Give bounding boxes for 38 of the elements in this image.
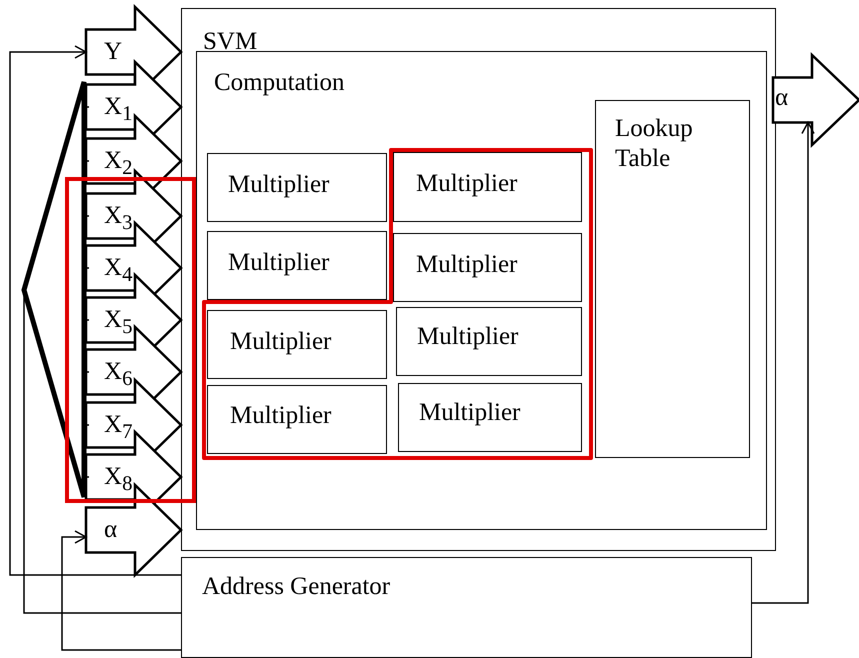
multiplier-box: [393, 233, 582, 302]
block-box: [181, 557, 752, 658]
block-box: [595, 100, 750, 458]
block-label: Multiplier: [228, 170, 330, 200]
block-label: X$_{3}$: [104, 201, 132, 235]
block-label: α: [775, 83, 788, 113]
block-label: X$_{5}$: [104, 305, 132, 339]
block-label: Address Generator: [202, 572, 390, 602]
block-box: [196, 51, 767, 530]
multiplier-box: [398, 383, 582, 452]
multiplier-box: [207, 231, 387, 300]
block-label: X$_{6}$: [104, 357, 132, 391]
block-label: X$_{4}$: [104, 253, 132, 287]
arrow: [9, 45, 181, 576]
block-label: Multiplier: [230, 327, 332, 357]
block-label: X$_{2}$: [104, 146, 132, 180]
block-label: Multiplier: [416, 169, 518, 199]
block-label: α: [104, 515, 118, 545]
multiplier-box: [393, 152, 582, 222]
multiplier-box: [207, 153, 387, 222]
multiplier-box: [207, 385, 387, 454]
arrow: [752, 122, 815, 604]
block-label: SVM: [203, 27, 258, 57]
block-box: [181, 8, 776, 551]
block-label: Y: [104, 37, 122, 67]
block-label: Multiplier: [228, 248, 330, 278]
block-label: Multiplier: [419, 398, 520, 428]
block-label: Multiplier: [416, 250, 518, 280]
arrow: [61, 530, 181, 651]
multiplier-box: [396, 307, 582, 376]
block-label: Lookup Table: [615, 114, 694, 174]
block-label: Computation: [214, 68, 345, 98]
block-label: Multiplier: [230, 401, 332, 431]
block-label: X$_{7}$: [104, 410, 132, 444]
block-label: X$_{8}$: [104, 462, 132, 496]
block-label: X$_{1}$: [104, 92, 132, 126]
multiplier-box: [207, 310, 387, 379]
block-label: Multiplier: [417, 322, 518, 352]
